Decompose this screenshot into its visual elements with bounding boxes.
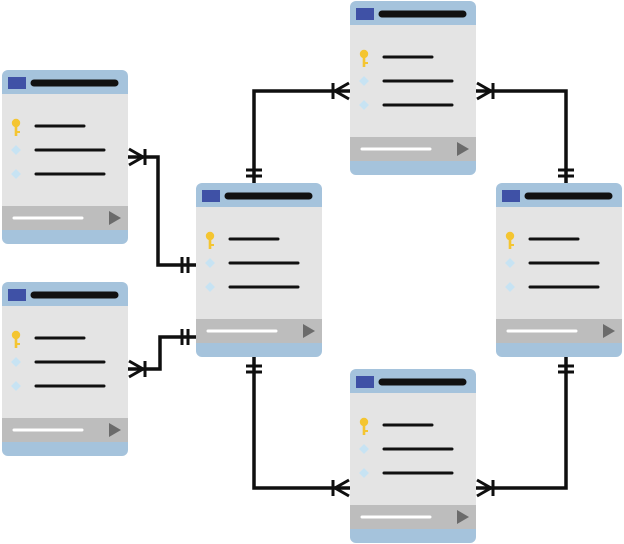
play-triangle-icon[interactable] — [457, 510, 469, 524]
key-icon — [11, 118, 21, 136]
table-top[interactable] — [350, 1, 476, 175]
relationship-center-bottom — [252, 357, 350, 490]
play-triangle-icon[interactable] — [109, 211, 121, 225]
diamond-icon — [359, 444, 369, 454]
one-only-center-bottom — [246, 364, 262, 374]
header-square-icon — [8, 289, 26, 301]
diamond-icon — [205, 282, 215, 292]
relationship-center-top — [252, 89, 350, 183]
header-square-icon — [202, 190, 220, 202]
diamond-icon — [359, 468, 369, 478]
table-left-top[interactable] — [2, 70, 128, 244]
diamond-icon — [359, 76, 369, 86]
crows-foot-left-top — [128, 147, 147, 167]
header-square-icon — [8, 77, 26, 89]
diamond-icon — [11, 169, 21, 179]
header-square-icon — [356, 376, 374, 388]
header-square-icon — [502, 190, 520, 202]
key-icon — [11, 330, 21, 348]
play-triangle-icon[interactable] — [457, 142, 469, 156]
table-center[interactable] — [196, 183, 322, 357]
diamond-icon — [11, 145, 21, 155]
play-triangle-icon[interactable] — [303, 324, 315, 338]
crows-foot-top-left — [331, 81, 350, 101]
play-triangle-icon[interactable] — [109, 423, 121, 437]
diamond-icon — [205, 258, 215, 268]
diamond-icon — [11, 381, 21, 391]
one-only-right-bottom — [558, 364, 574, 374]
key-icon — [205, 231, 215, 249]
table-left-bottom[interactable] — [2, 282, 128, 456]
diamond-icon — [359, 100, 369, 110]
relationship-lines — [128, 81, 574, 498]
one-only-center-top — [246, 168, 262, 178]
one-only-right-top — [558, 168, 574, 178]
one-only-center-left-top — [180, 257, 190, 273]
crows-foot-bottom-right — [476, 478, 495, 498]
key-icon — [505, 231, 515, 249]
diamond-icon — [11, 357, 21, 367]
crows-foot-top-right — [476, 81, 495, 101]
header-square-icon — [356, 8, 374, 20]
crows-foot-left-bottom — [128, 359, 147, 379]
one-only-center-left-bottom — [180, 329, 190, 345]
table-bottom[interactable] — [350, 369, 476, 543]
table-right[interactable] — [496, 183, 622, 357]
crows-foot-bottom-left — [331, 478, 350, 498]
key-icon — [359, 49, 369, 67]
play-triangle-icon[interactable] — [603, 324, 615, 338]
key-icon — [359, 417, 369, 435]
relationship-top-right — [476, 89, 568, 183]
diamond-icon — [505, 258, 515, 268]
diamond-icon — [505, 282, 515, 292]
relationship-right-bottom — [476, 357, 568, 490]
